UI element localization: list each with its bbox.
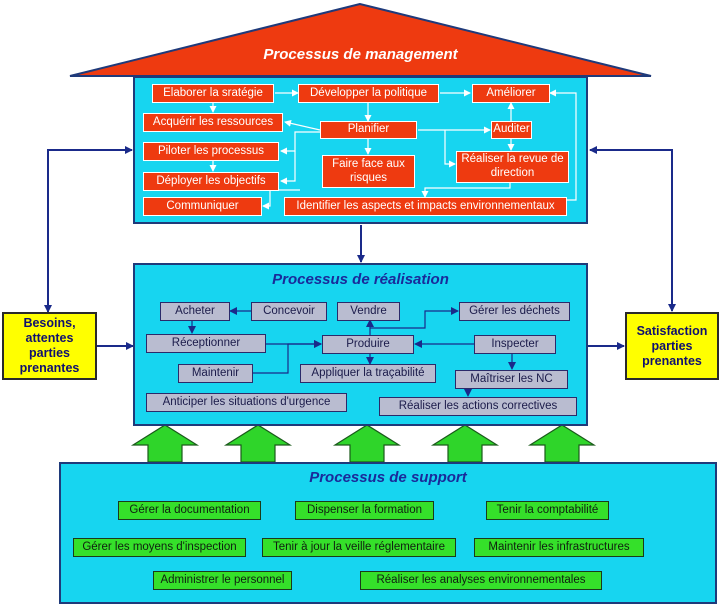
real-maitriser-nc: Maîtriser les NC [455, 370, 568, 389]
real-concevoir: Concevoir [251, 302, 327, 321]
real-anticiper-urgence: Anticiper les situations d'urgence [146, 393, 347, 412]
mgmt-planifier: Planifier [320, 121, 417, 139]
support-arrow [332, 424, 402, 463]
mgmt-identifier-aspects: Identifier les aspects et impacts enviro… [284, 197, 567, 216]
mgmt-auditer: Auditer [491, 121, 532, 139]
real-produire: Produire [322, 335, 414, 354]
mgmt-faire-face-risques: Faire face aux risques [322, 155, 415, 188]
real-actions-correctives: Réaliser les actions correctives [379, 397, 577, 416]
support-arrow [527, 424, 597, 463]
real-vendre: Vendre [337, 302, 400, 321]
support-arrow [430, 424, 500, 463]
mgmt-developper-politique: Développer la politique [298, 84, 439, 103]
support-arrow [223, 424, 293, 463]
stakeholder-needs-box: Besoins, attentes parties prenantes [2, 312, 97, 380]
support-moyens-inspection: Gérer les moyens d'inspection [73, 538, 246, 557]
support-title: Processus de support [309, 469, 467, 486]
support-arrow [130, 424, 200, 463]
mgmt-piloter-processus: Piloter les processus [143, 142, 279, 161]
mgmt-ameliorer: Améliorer [472, 84, 550, 103]
real-acheter: Acheter [160, 302, 230, 321]
support-comptabilite: Tenir la comptabilité [486, 501, 609, 520]
support-infrastructures: Maintenir les infrastructures [474, 538, 644, 557]
real-maintenir: Maintenir [178, 364, 253, 383]
mgmt-elaborer-strategie: Elaborer la sratégie [152, 84, 274, 103]
mgmt-deployer-objectifs: Déployer les objectifs [143, 172, 279, 191]
stakeholder-satisfaction-box: Satisfaction parties prenantes [625, 312, 719, 380]
support-analyses-env: Réaliser les analyses environnementales [360, 571, 602, 590]
realisation-title: Processus de réalisation [272, 271, 449, 288]
mgmt-acquerir-ressources: Acquérir les ressources [143, 113, 283, 132]
support-documentation: Gérer la documentation [118, 501, 261, 520]
management-title: Processus de management [263, 46, 458, 63]
real-gerer-dechets: Gérer les déchets [459, 302, 570, 321]
mgmt-revue-direction: Réaliser la revue de direction [456, 151, 569, 183]
support-arrows [130, 424, 597, 463]
support-formation: Dispenser la formation [295, 501, 434, 520]
support-veille-reglementaire: Tenir à jour la veille réglementaire [262, 538, 456, 557]
connector-left-to-management [44, 146, 133, 313]
support-personnel: Administrer le personnel [153, 571, 292, 590]
real-inspecter: Inspecter [474, 335, 556, 354]
real-receptionner: Réceptionner [146, 334, 266, 353]
real-tracabilite: Appliquer la traçabilité [300, 364, 436, 383]
connector-management-to-right [589, 146, 676, 312]
mgmt-communiquer: Communiquer [143, 197, 262, 216]
